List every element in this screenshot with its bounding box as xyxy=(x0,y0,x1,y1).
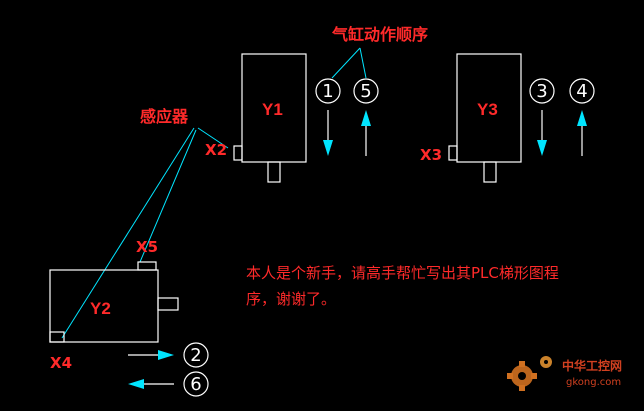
sensor-x3-block xyxy=(448,145,458,161)
watermark-name: 中华工控网 xyxy=(562,358,622,373)
sequence-number-6: 6 xyxy=(190,374,201,395)
sequence-circle-5 xyxy=(353,78,379,104)
sensor-x4-block xyxy=(49,331,65,343)
arrow-down-icon xyxy=(323,140,333,156)
cylinder-y3-rod xyxy=(483,161,497,183)
sensor-x3-label: X3 xyxy=(420,146,442,164)
cylinder-y3-label: Y3 xyxy=(477,100,498,119)
sequence-step-3: 3 xyxy=(529,78,555,156)
sensor-label: 感应器 xyxy=(140,107,189,126)
sensor-leader-to-x4 xyxy=(61,127,195,339)
sequence-circle-2 xyxy=(183,342,209,368)
question-line-2: 序，谢谢了。 xyxy=(246,290,336,308)
sequence-circle-6 xyxy=(183,371,209,397)
sequence-circle-4 xyxy=(569,78,595,104)
sensor-leader-to-x5 xyxy=(139,129,197,263)
sensor-leader-to-x2 xyxy=(197,127,229,149)
cylinder-y1: Y1 xyxy=(233,53,307,183)
sequence-number-3: 3 xyxy=(536,81,547,102)
sequence-step-6: 6 xyxy=(128,371,209,397)
title-leader-to-1 xyxy=(331,47,361,79)
sensor-x4-label: X4 xyxy=(50,354,72,372)
sequence-title: 气缸动作顺序 xyxy=(331,25,428,44)
sequence-number-5: 5 xyxy=(360,81,371,102)
sequence-number-4: 4 xyxy=(576,81,587,102)
sequence-circle-1 xyxy=(315,78,341,104)
sequence-number-1: 1 xyxy=(322,81,333,102)
arrow-right-icon xyxy=(158,350,174,360)
sensor-x2-block xyxy=(233,145,243,161)
cylinder-y2-rod xyxy=(157,297,179,311)
cylinder-y3: Y3 xyxy=(448,53,522,183)
gear-icon xyxy=(507,356,552,391)
arrow-up-icon xyxy=(577,110,587,126)
arrow-left-icon xyxy=(128,379,144,389)
arrow-down-icon xyxy=(537,140,547,156)
cylinder-y1-rod xyxy=(267,161,281,183)
sensor-x5-label: X5 xyxy=(136,238,158,256)
sequence-step-1: 1 xyxy=(315,78,341,156)
sensor-x2-label: X2 xyxy=(205,141,227,159)
cylinder-y2: Y2 xyxy=(49,261,179,343)
sensor-x5-block xyxy=(137,261,157,271)
arrow-up-icon xyxy=(361,110,371,126)
cylinder-y1-label: Y1 xyxy=(262,100,283,119)
sequence-circle-3 xyxy=(529,78,555,104)
question-line-1: 本人是个新手，请高手帮忙写出其PLC梯形图程 xyxy=(246,264,559,282)
sequence-step-5: 5 xyxy=(353,78,379,156)
cylinder-y2-label: Y2 xyxy=(90,299,111,318)
sequence-step-4: 4 xyxy=(569,78,595,156)
watermark: 中华工控网 gkong.com xyxy=(507,356,622,391)
sequence-number-2: 2 xyxy=(190,345,201,366)
sequence-step-2: 2 xyxy=(128,342,209,368)
watermark-url: gkong.com xyxy=(566,377,621,388)
title-leader-to-5 xyxy=(359,47,367,79)
